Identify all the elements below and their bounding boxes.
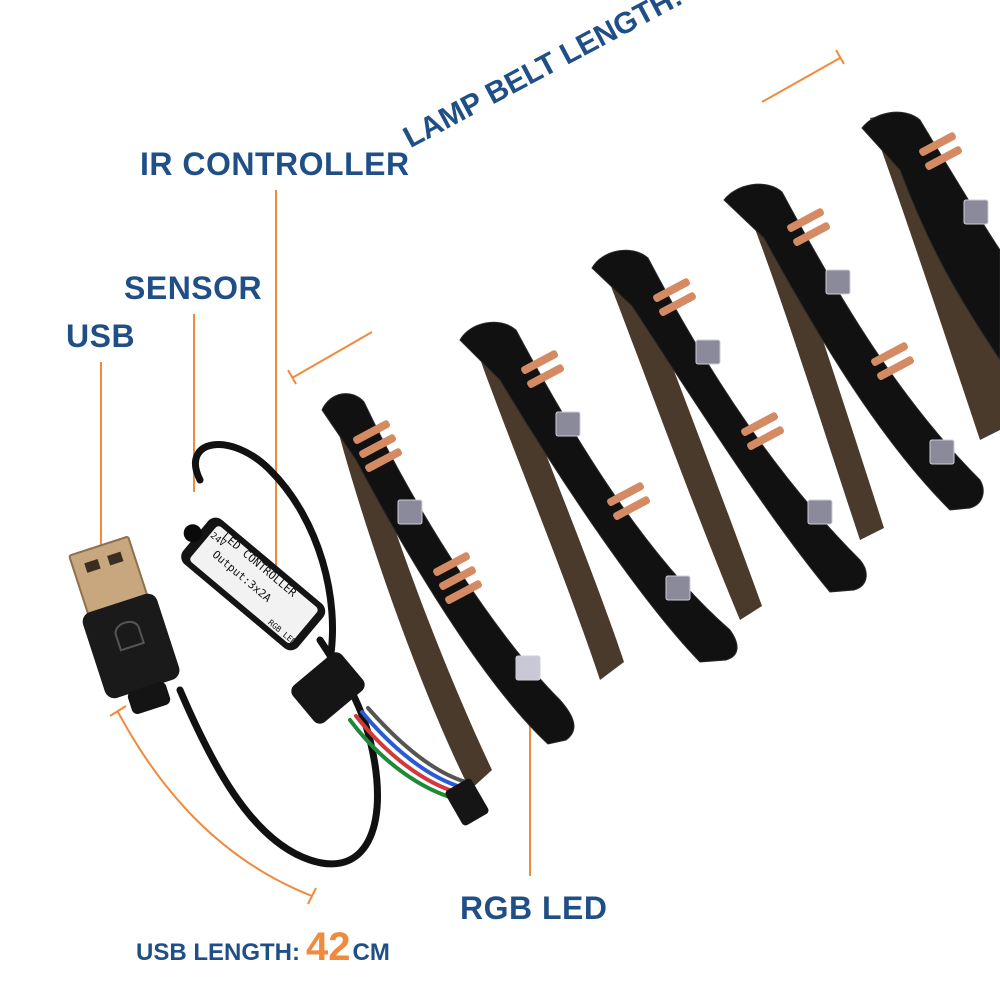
strip-segment-4 <box>723 183 984 511</box>
lamp-length-line-right <box>761 57 841 103</box>
ir-controller-label: IR CONTROLLER <box>140 146 410 182</box>
strip-backing <box>330 112 1000 790</box>
usb-plug <box>68 536 180 714</box>
usb-length-label: USB LENGTH: 42 CM <box>136 925 390 970</box>
copper-pads <box>353 132 963 605</box>
usb-length-unit: CM <box>352 939 390 966</box>
usb-length-value: 42 <box>306 925 351 969</box>
usb-label: USB <box>66 318 136 354</box>
ir-controller-body <box>181 517 326 651</box>
strip-segment-3 <box>591 249 867 593</box>
usb-length-arc <box>117 711 313 897</box>
strip-segment-5 <box>861 111 1000 361</box>
strip-connector <box>291 652 365 724</box>
sensor-label: SENSOR <box>124 270 263 306</box>
lamp-length-line-left <box>291 331 373 379</box>
rgb-led-chips <box>397 199 989 681</box>
usb-length-prefix: USB LENGTH: <box>136 939 300 966</box>
rgb-led-label: RGB LED <box>460 890 608 926</box>
usb-cable <box>176 441 381 868</box>
